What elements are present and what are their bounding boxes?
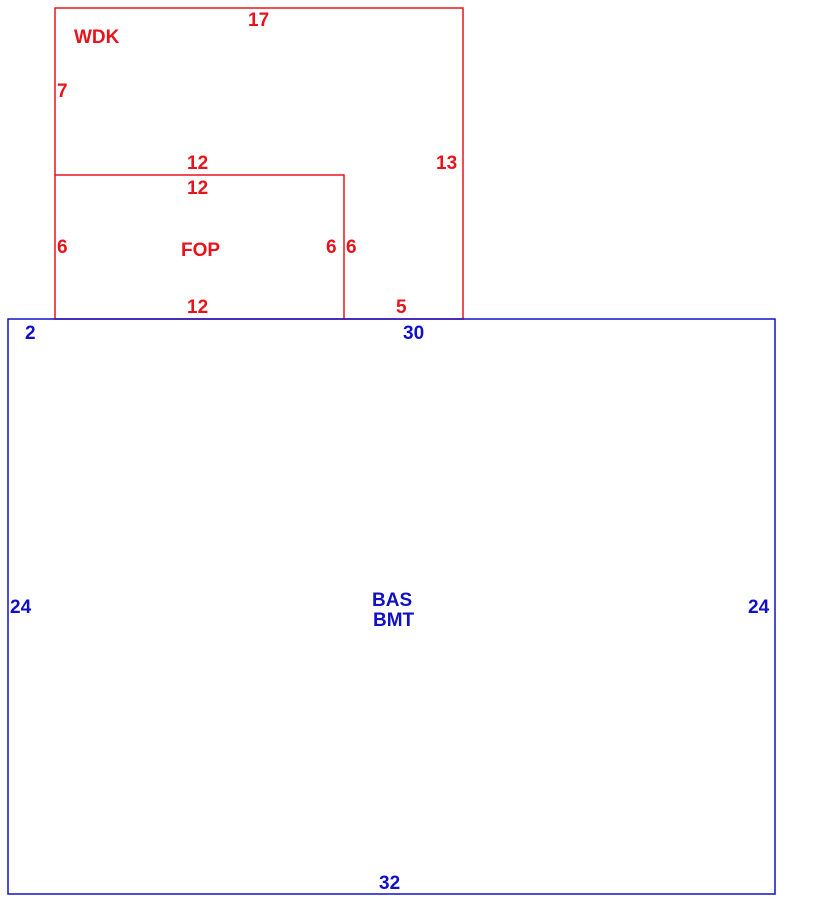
- wdk-right-dimension: 13: [436, 153, 457, 174]
- wdk-code-label: WDK: [74, 27, 120, 48]
- bas-top-dimension: 30: [403, 323, 424, 344]
- bas-right-dimension: 24: [748, 597, 770, 618]
- bas-code-label: BAS: [372, 590, 412, 611]
- fop-right-outer-dimension: 6: [346, 237, 357, 258]
- bas-left-dimension: 24: [10, 597, 32, 618]
- fop-left-dimension: 6: [57, 237, 68, 258]
- wdk-bottom-dimension: 5: [396, 297, 407, 318]
- bas-top-left-dimension: 2: [25, 323, 36, 344]
- fop-top-outer-dimension: 12: [187, 153, 208, 174]
- bas-outline: [7, 318, 776, 895]
- fop-code-label: FOP: [181, 240, 220, 261]
- fop-right-inner-dimension: 6: [326, 237, 337, 258]
- wdk-outline: [54, 7, 464, 320]
- fop-top-inner-dimension: 12: [187, 178, 208, 199]
- bmt-code-label: BMT: [373, 610, 415, 631]
- wdk-top-dimension: 17: [248, 10, 269, 31]
- fop-bottom-dimension: 12: [187, 297, 208, 318]
- bas-bottom-dimension: 32: [379, 873, 400, 894]
- wdk-left-dimension: 7: [57, 81, 68, 102]
